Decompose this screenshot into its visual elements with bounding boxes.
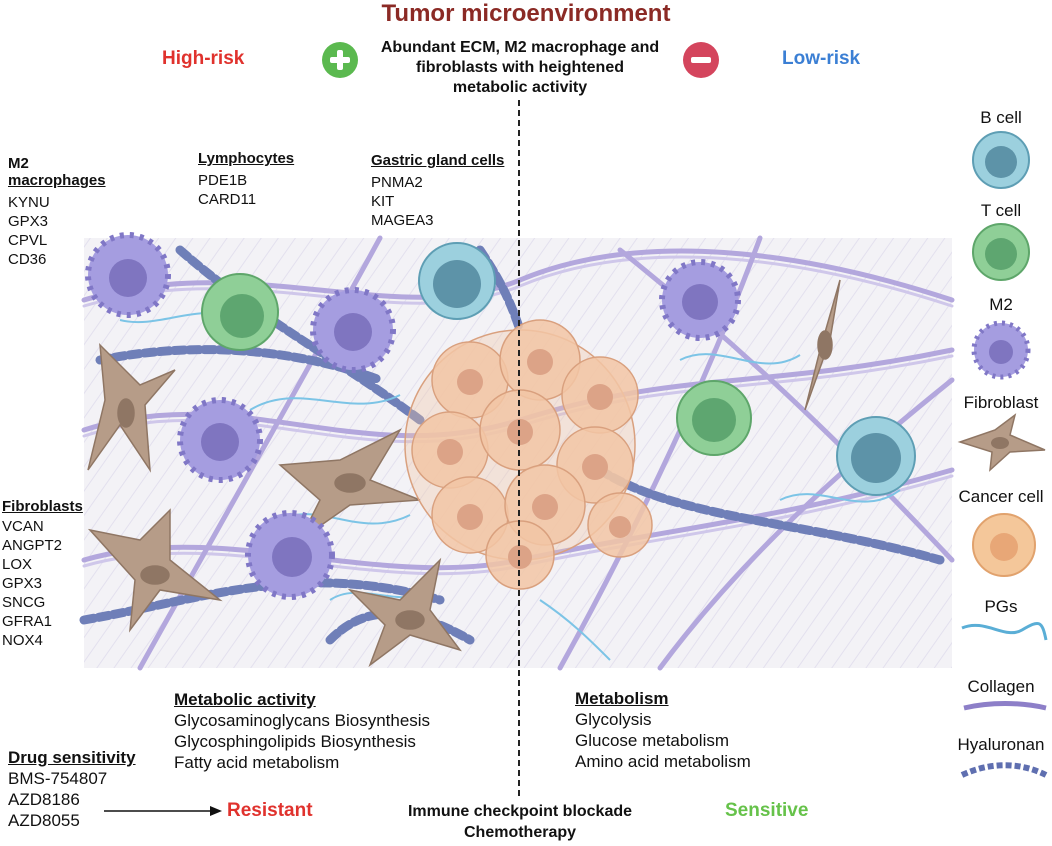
metabolic-activity-section: Metabolic activity Glycosaminoglycans Bi… — [174, 690, 430, 773]
gene-item: CPVL — [8, 232, 48, 249]
legend-cancer-cell-icon — [972, 513, 1036, 577]
gene-item: GPX3 — [2, 575, 43, 592]
drug-item: AZD8186 — [8, 790, 80, 809]
legend-m2-icon — [971, 320, 1031, 380]
drug-sensitivity-title: Drug sensitivity — [8, 748, 136, 767]
lymphocytes-title: Lymphocytes — [198, 150, 295, 167]
treatment-line: Chemotherapy — [463, 824, 577, 841]
legend-t-cell-icon — [972, 223, 1030, 281]
legend-pgs-label: PGs — [984, 597, 1018, 616]
legend-collagen-label: Collagen — [967, 677, 1035, 696]
high-risk-label: High-risk — [162, 48, 245, 69]
fibroblast-cells — [87, 279, 841, 668]
b-cells — [418, 242, 916, 496]
tumor-nuclei — [437, 349, 631, 569]
description-line: metabolic activity — [452, 79, 588, 96]
low-risk-label: Low-risk — [782, 48, 861, 69]
gene-item: GPX3 — [8, 213, 49, 230]
arrow-head-icon — [210, 806, 222, 816]
drug-item: AZD8055 — [8, 811, 80, 830]
gene-item: VCAN — [2, 518, 44, 535]
drug-sensitivity-section: Drug sensitivity BMS-754807 AZD8186 AZD8… — [8, 748, 136, 831]
divider-line — [518, 100, 520, 796]
legend-pgs-icon — [961, 622, 1048, 641]
plus-icon — [322, 42, 358, 78]
gastric-title: Gastric gland cells — [371, 152, 505, 169]
m2-title-line: macrophages — [8, 172, 106, 189]
page-title: Tumor microenvironment — [381, 0, 671, 27]
t-cells — [201, 273, 752, 456]
treatment-line: Immune checkpoint blockade — [407, 803, 633, 820]
gene-item: KIT — [371, 193, 395, 210]
gene-item: CD36 — [8, 251, 47, 268]
gene-item: CARD11 — [198, 191, 257, 208]
fibroblasts-title: Fibroblasts — [2, 498, 83, 515]
drug-item: BMS-754807 — [8, 769, 108, 788]
m2-title: M2 macrophages — [8, 155, 106, 189]
gene-list: VCAN ANGPT2 LOX GPX3 SNCG GFRA1 NOX4 — [2, 517, 83, 650]
gene-item: KYNU — [8, 194, 50, 211]
gene-item: GFRA1 — [2, 613, 53, 630]
gene-item: SNCG — [2, 594, 46, 611]
legend-hyaluronan-label: Hyaluronan — [957, 735, 1045, 754]
legend-fibroblast-label: Fibroblast — [963, 393, 1039, 412]
minus-icon — [683, 42, 719, 78]
legend-t-cell-label: T cell — [980, 201, 1022, 220]
metabolic-item: Glycosphingolipids Biosynthesis — [174, 732, 416, 751]
lymphocytes-gene-group: Lymphocytes PDE1B CARD11 — [198, 150, 294, 209]
description-line: fibroblasts with heightened — [415, 59, 624, 76]
treatment-label: Immune checkpoint blockade Chemotherapy — [370, 801, 670, 843]
sensitive-label: Sensitive — [725, 800, 809, 821]
m2-title-line: M2 — [8, 155, 29, 172]
gene-item: MAGEA3 — [371, 212, 434, 229]
metabolic-item: Fatty acid metabolism — [174, 753, 340, 772]
metabolism-item: Glucose metabolism — [575, 731, 730, 750]
gene-item: PNMA2 — [371, 174, 423, 191]
metabolic-item: Glycosaminoglycans Biosynthesis — [174, 711, 431, 730]
legend-collagen-icon — [963, 701, 1047, 711]
metabolism-item: Glycolysis — [575, 710, 652, 729]
gene-item: LOX — [2, 556, 33, 573]
gene-item: NOX4 — [2, 632, 43, 649]
m2-gene-group: M2 macrophages KYNU GPX3 CPVL CD36 — [8, 155, 106, 269]
gene-list: PNMA2 KIT MAGEA3 — [371, 173, 504, 230]
gene-list: KYNU GPX3 CPVL CD36 — [8, 193, 106, 269]
legend-b-cell-label: B cell — [980, 108, 1022, 127]
legend-m2-label: M2 — [989, 295, 1013, 314]
fibroblasts-gene-group: Fibroblasts VCAN ANGPT2 LOX GPX3 SNCG GF… — [2, 498, 83, 650]
gene-item: PDE1B — [198, 172, 248, 189]
resistant-label: Resistant — [227, 800, 313, 821]
legend-b-cell-icon — [972, 131, 1030, 189]
metabolism-section: Metabolism Glycolysis Glucose metabolism… — [575, 689, 751, 772]
gene-item: ANGPT2 — [2, 537, 63, 554]
gene-list: PDE1B CARD11 — [198, 171, 294, 209]
metabolism-title: Metabolism — [575, 689, 669, 708]
metabolic-activity-title: Metabolic activity — [174, 690, 316, 709]
description-line: Abundant ECM, M2 macrophage and — [380, 39, 660, 56]
legend-cancer-cell-label: Cancer cell — [958, 487, 1044, 506]
metabolism-item: Amino acid metabolism — [575, 752, 751, 771]
m2-macrophage-cells — [85, 232, 741, 600]
legend-fibroblast-icon — [957, 413, 1046, 472]
high-risk-description: Abundant ECM, M2 macrophage and fibrobla… — [360, 38, 680, 98]
legend-hyaluronan-icon — [960, 762, 1048, 778]
gastric-gene-group: Gastric gland cells PNMA2 KIT MAGEA3 — [371, 152, 504, 230]
